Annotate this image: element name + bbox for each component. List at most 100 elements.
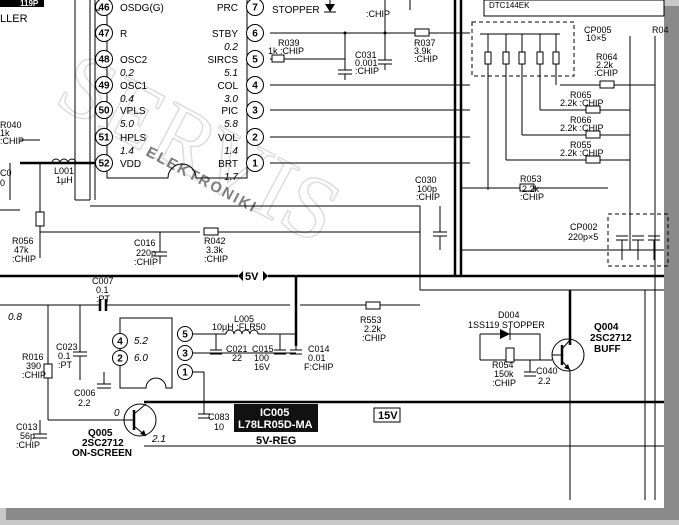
- ic-pin-voltage-48: 0.2: [120, 68, 134, 79]
- ic-pin-num-1: 1: [252, 159, 258, 170]
- r037-val2: :CHIP: [414, 54, 438, 64]
- top-stopper-diode: [325, 4, 335, 12]
- r040-ref: R040: [0, 120, 22, 130]
- ic-pin-num-48: 48: [98, 55, 110, 66]
- c031-top: :CHIP: [366, 9, 390, 19]
- ic-pin-voltage-5: 5.1: [224, 68, 238, 79]
- c030-ref: C030: [415, 175, 437, 185]
- c021-val: 22: [232, 353, 242, 363]
- ic-pin-name-3: PIC: [221, 106, 238, 117]
- r055-val: 2.2k :CHIP: [560, 148, 604, 158]
- q004-role: BUFF: [594, 344, 621, 355]
- r042-val2: :CHIP: [204, 254, 228, 264]
- c015-ref: C015: [252, 344, 274, 354]
- ic-pin-name-7: PRC: [217, 3, 238, 14]
- ic-pin-voltage-49: 0.4: [120, 94, 134, 105]
- c030-val2: :CHIP: [416, 192, 440, 202]
- cp005-resistor: [502, 51, 510, 65]
- cp005-ref: CP005: [584, 25, 612, 35]
- r066-val: 2.2k :CHIP: [560, 123, 604, 133]
- c040-ref: C040: [536, 366, 558, 376]
- reg-voltage-2: 6.0: [134, 353, 148, 364]
- ic-pin-num-5: 5: [252, 55, 258, 66]
- reg-pin-5: [177, 326, 193, 342]
- q004-transistor: [551, 338, 585, 500]
- r065-ref: R065: [570, 90, 592, 100]
- r056-ref: R056: [12, 236, 34, 246]
- l001-val: 1μH: [56, 175, 73, 185]
- c006-val: 2.2: [78, 398, 91, 408]
- r037-ref: R037: [414, 38, 436, 48]
- c007-val2: :PT: [96, 294, 111, 304]
- c007-ref: C007: [92, 276, 114, 286]
- ic-pin-num-2: 2: [252, 133, 258, 144]
- cp005-resistor: [552, 51, 560, 65]
- ic-pin-name-51: HPLS: [120, 133, 146, 144]
- ic-pin-3: [246, 101, 264, 119]
- r039-ref: R039: [278, 38, 300, 48]
- ic-pin-4: [246, 76, 264, 94]
- c014-val1: 0.01: [308, 353, 326, 363]
- ic-pin-num-3: 3: [252, 106, 258, 117]
- c013-val1: 56p: [20, 431, 35, 441]
- ic-pin-1: [246, 154, 264, 172]
- ic-pin-name-49: OSC1: [120, 81, 148, 92]
- q005-ref: Q005: [88, 428, 113, 439]
- ic005-role: 5V-REG: [256, 435, 296, 447]
- q005-voltage-e: 2.1: [151, 434, 166, 445]
- ic-pin-voltage-4: 3.0: [224, 94, 238, 105]
- ic-pin-7: [246, 0, 264, 16]
- r065-val: 2.2k :CHIP: [560, 98, 604, 108]
- ic-pin-num-6: 6: [252, 29, 258, 40]
- cp002-ref: CP002: [570, 222, 598, 232]
- c023-val2: :PT: [58, 360, 73, 370]
- q004-val: 2SC2712: [590, 333, 632, 344]
- ic-pin-num-50: 50: [98, 106, 110, 117]
- c023-val1: 0.1: [58, 351, 71, 361]
- r04x-ref: R04: [652, 25, 669, 35]
- ic-pin-num-4: 4: [252, 81, 258, 92]
- ic-pin-voltage-2: 1.4: [224, 146, 238, 157]
- ic-pin-name-1: BRT: [218, 159, 238, 170]
- q005-val: 2SC2712: [82, 438, 124, 449]
- r553-ref: R553: [360, 315, 382, 325]
- c021-ref: C021: [226, 344, 248, 354]
- cp005-resistor: [536, 51, 544, 65]
- ic-pin-num-47: 47: [98, 29, 110, 40]
- cp005-val: 10×5: [586, 33, 606, 43]
- c030-val1: 100p: [417, 184, 437, 194]
- ic-pin-name-6: STBY: [212, 29, 238, 40]
- r056-val2: :CHIP: [12, 254, 36, 264]
- c006-ref: C006: [74, 388, 96, 398]
- reg-voltage-4: 5.2: [134, 336, 148, 347]
- ic-pin-6: [246, 24, 264, 42]
- ic-pin-num-49: 49: [98, 81, 110, 92]
- q005-role: ON-SCREEN: [72, 448, 132, 459]
- l005-val: 10μH :FLR50: [212, 322, 266, 332]
- r064-val1: 2.2k: [596, 60, 614, 70]
- left-voltage-08: 0.8: [8, 312, 22, 323]
- ic-pin-name-5: SIRCS: [207, 55, 238, 66]
- c015-val1: 100: [254, 353, 269, 363]
- r054-val2: :CHIP: [492, 378, 516, 388]
- ic-pin-5: [246, 50, 264, 68]
- r553-val1: 2.2k: [364, 324, 382, 334]
- r064-ref: R064: [596, 52, 618, 62]
- l005-ref: L005: [234, 314, 254, 324]
- ic-pin-name-52: VDD: [120, 159, 141, 170]
- ic-corner-tag-text: 119P: [20, 0, 39, 8]
- c014-val2: F:CHIP: [304, 362, 334, 372]
- rail-5v-label: 5V: [245, 271, 259, 283]
- r016-val1: 390: [26, 361, 41, 371]
- r016-val2: :CHIP: [22, 370, 46, 380]
- r040-val2: :CHIP: [0, 136, 24, 146]
- ic-corner-label: LLER: [0, 13, 28, 25]
- reg-pin-num-1: 1: [182, 368, 188, 379]
- reg-pin-num-3: 3: [182, 349, 188, 360]
- r053-val2: :CHIP: [520, 192, 544, 202]
- reg-pin-2: [112, 350, 128, 366]
- r042-ref: R042: [204, 236, 226, 246]
- dtc-label: DTC144EK: [489, 1, 530, 10]
- l001-ref: L001: [54, 166, 74, 176]
